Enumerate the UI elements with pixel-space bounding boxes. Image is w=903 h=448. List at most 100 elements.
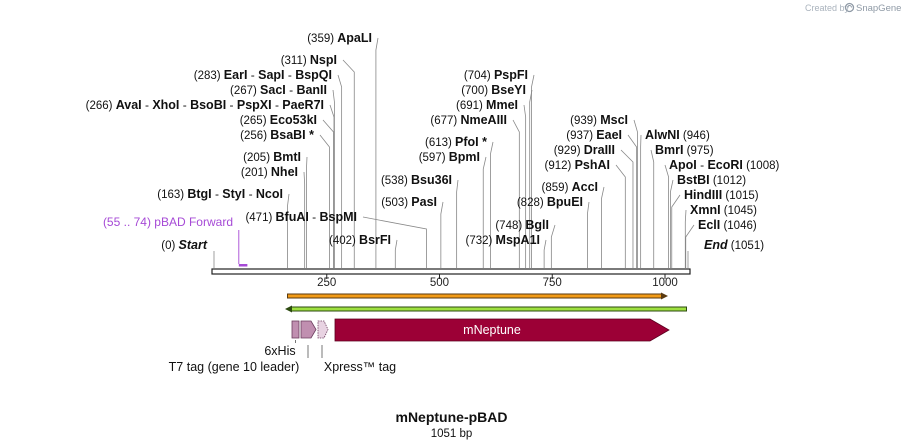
enzyme-bspmi: BspMI	[320, 210, 358, 224]
site-msci[interactable]: (939) MscI	[570, 113, 628, 127]
site-apali[interactable]: (359) ApaLI	[307, 31, 372, 45]
enzyme-pspfi: PspFI	[494, 68, 528, 82]
site-ecli[interactable]: EclI (1046)	[698, 218, 757, 232]
leader-apoi-ecori	[664, 164, 670, 268]
site-bpuei[interactable]: (828) BpuEI	[517, 195, 583, 209]
site-position: (691)	[456, 100, 486, 112]
site-acci[interactable]: (859) AccI	[542, 180, 598, 194]
enzyme-bseyi: BseYI	[491, 83, 526, 97]
site-xmni[interactable]: XmnI (1045)	[690, 203, 757, 217]
site-label-bseyi: (700) BseYI	[461, 83, 526, 97]
site-position: (359)	[307, 33, 337, 45]
site-label-avai-xhoi-bsobi-pspxi-paer7i: (266) AvaI - XhoI - BsoBI - PspXI - PaeR…	[86, 98, 324, 112]
site-position: (538)	[381, 175, 411, 187]
site-bsu36i[interactable]: (538) Bsu36I	[381, 173, 452, 187]
site-position: (311)	[281, 55, 310, 67]
site-pasi[interactable]: (503) PasI	[381, 195, 437, 209]
site-draiii[interactable]: (929) DraIII	[554, 143, 615, 157]
leader-mmei	[523, 104, 527, 268]
site-bmri[interactable]: BmrI (975)	[655, 143, 714, 157]
site-eaei[interactable]: (937) EaeI	[566, 128, 622, 142]
site-pfoi[interactable]: (613) PfoI *	[425, 135, 487, 149]
feature-mneptune[interactable]: mNeptune	[334, 318, 670, 342]
site-bsrfi[interactable]: (402) BsrFI	[329, 233, 391, 247]
enzyme-btgi: BtgI	[187, 187, 211, 201]
site-alwni[interactable]: AlwNI (946)	[645, 128, 710, 142]
site-bseyi[interactable]: (700) BseYI	[461, 83, 526, 97]
site-position: (613)	[425, 137, 455, 149]
credit-prefix: Created by	[805, 3, 850, 13]
leader-bpuei	[587, 201, 590, 268]
site-bsabi[interactable]: (256) BsaBI *	[240, 128, 314, 142]
site-label-hindiii: HindIII (1015)	[684, 188, 759, 202]
site-label-bmri: BmrI (975)	[655, 143, 714, 157]
site-label-bsabi: (256) BsaBI *	[240, 128, 314, 142]
site-bmti[interactable]: (205) BmtI	[243, 150, 301, 164]
feature-xpress-tag[interactable]: Xpress™ tag	[317, 320, 396, 374]
site-label-bstbi: BstBI (1012)	[677, 173, 746, 187]
site-label-bsrfi: (402) BsrFI	[329, 233, 391, 247]
enzyme-pfoi: PfoI *	[455, 135, 487, 149]
site-pshai[interactable]: (912) PshAI	[545, 158, 610, 172]
enzyme-bpuei: BpuEI	[547, 195, 583, 209]
site-apoi-ecori[interactable]: ApoI - EcoRI (1008)	[669, 158, 779, 172]
site-pspfi[interactable]: (704) PspFI	[464, 68, 528, 82]
sequence-backbone	[211, 268, 691, 275]
leader-xmni	[684, 209, 687, 268]
tick-label-750: 750	[543, 277, 562, 289]
leader-ecli	[685, 224, 695, 268]
feature-6xhis[interactable]: 6xHis	[264, 320, 300, 358]
site-label-btgi-styi-ncoi: (163) BtgI - StyI - NcoI	[157, 187, 283, 201]
start-label: (0) Start	[161, 238, 208, 252]
site-position: (402)	[329, 235, 359, 247]
enzyme-msci: MscI	[600, 113, 628, 127]
enzyme-saci: SacI	[260, 83, 286, 97]
leader-pshai	[615, 164, 626, 268]
leader-bmri	[650, 149, 655, 268]
site-saci-banii[interactable]: (267) SacI - BanII	[230, 83, 327, 97]
enzyme-styi: StyI	[222, 187, 245, 201]
plasmid-name: mNeptune-pBAD	[396, 409, 508, 425]
site-avai-xhoi-bsobi-pspxi-paer7i[interactable]: (266) AvaI - XhoI - BsoBI - PspXI - PaeR…	[86, 98, 324, 112]
end-position: (1051)	[728, 240, 765, 252]
site-position: (912)	[545, 160, 575, 172]
site-bpmi[interactable]: (597) BpmI	[419, 150, 480, 164]
site-position: (266)	[86, 100, 116, 112]
enzyme-eaei: EaeI	[596, 128, 622, 142]
leader-eaei	[627, 134, 637, 268]
site-position: (700)	[461, 85, 491, 97]
site-mspa1i[interactable]: (732) MspA1I	[466, 233, 541, 247]
site-position: (503)	[381, 197, 411, 209]
leader-bstbi	[670, 179, 674, 268]
site-label-nspi: (311) NspI	[281, 53, 337, 67]
leader-btgi-styi-ncoi	[287, 193, 290, 268]
site-bstbi[interactable]: BstBI (1012)	[677, 173, 746, 187]
site-label-draiii: (929) DraIII	[554, 143, 615, 157]
site-eari-sapi-bspqi[interactable]: (283) EarI - SapI - BspQI	[194, 68, 332, 82]
primer-pbad-forward[interactable]: (55 .. 74) pBAD Forward	[103, 215, 248, 267]
site-eco53ki[interactable]: (265) Eco53kI	[240, 113, 317, 127]
site-bgli[interactable]: (748) BglI	[495, 218, 549, 232]
site-label-pfoi: (613) PfoI *	[425, 135, 487, 149]
start-position: (0)	[161, 240, 178, 252]
site-bfuai-bspmi[interactable]: (471) BfuAI - BspMI	[245, 210, 357, 224]
leader-bseyi	[529, 89, 533, 268]
site-label-msci: (939) MscI	[570, 113, 628, 127]
leader-bfuai-bspmi	[362, 216, 427, 268]
enzyme-bsrfi: BsrFI	[359, 233, 391, 247]
site-nmeaiii[interactable]: (677) NmeAIII	[430, 113, 507, 127]
site-nhei[interactable]: (201) NheI	[241, 165, 298, 179]
site-label-xmni: XmnI (1045)	[690, 203, 757, 217]
site-label-bgli: (748) BglI	[495, 218, 549, 232]
feature-t7-tag[interactable]: T7 tag (gene 10 leader)	[169, 320, 317, 374]
site-btgi-styi-ncoi[interactable]: (163) BtgI - StyI - NcoI	[157, 187, 283, 201]
enzyme-pspxi: PspXI	[237, 98, 272, 112]
site-mmei[interactable]: (691) MmeI	[456, 98, 518, 112]
site-hindiii[interactable]: HindIII (1015)	[684, 188, 759, 202]
enzyme-pshai: PshAI	[575, 158, 610, 172]
leader-nspi	[342, 59, 355, 268]
site-nspi[interactable]: (311) NspI	[281, 53, 337, 67]
